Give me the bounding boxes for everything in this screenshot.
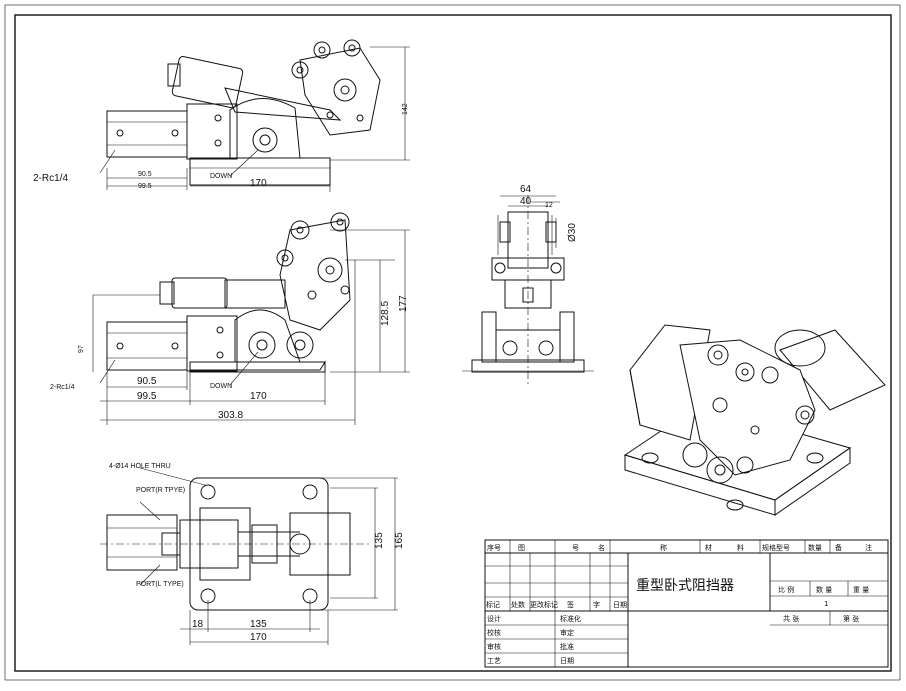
side-dim-177: 177 [398,295,409,312]
tb-header-2: 号 [572,544,579,552]
side-dim-90-5: 90.5 [137,376,157,387]
tb-rev-1: 处数 [511,600,525,609]
tb-header-4: 称 [660,543,667,552]
side-dim-97: 97 [78,345,85,353]
tb-scale-label: 比 例 [778,585,794,594]
tb-sign-review: 审核 [487,642,501,651]
top-port-label: 2-Rc1/4 [33,173,68,184]
side-down-label: DOWN [210,383,232,390]
tb-header-9: 备 [835,543,842,552]
isometric-view [623,324,886,516]
tb-rev-4: 字 [593,600,600,609]
top-dim-90-5: 90.5 [138,171,152,178]
tb-header-5: 材 [705,543,712,552]
plan-dim-170: 170 [250,632,267,643]
tb-header-8: 数量 [808,543,822,552]
tb-header-3: 名 [598,543,605,552]
plan-dim-18: 18 [192,619,204,630]
top-elevation-view [99,39,410,192]
top-down-label: DOWN [210,173,232,180]
tb-sign-ratify: 批准 [560,642,574,651]
tb-weight-label: 重 量 [853,586,869,594]
top-dim-99-5: 99.5 [138,183,152,190]
top-dim-142: 142 [402,103,409,115]
tb-rev-2: 更改标记 [530,600,558,609]
tb-sign-standard: 标准化 [560,614,581,623]
tb-sign-date: 日期 [560,657,574,665]
base-plate-2 [189,361,326,373]
side-port-label: 2-Rc1/4 [50,384,75,391]
side-dim-170: 170 [250,391,267,402]
tb-header-7: 规格型号 [762,543,790,552]
plan-dim-135-h: 135 [250,619,267,630]
tb-total-sheets: 共 张 [783,614,799,623]
plan-view [100,467,398,645]
tb-qty-value: 1 [824,600,828,608]
plan-dim-165: 165 [394,532,405,549]
plan-base-plate [189,477,329,611]
top-dim-170: 170 [250,178,267,189]
tb-rev-3: 签 [567,600,574,609]
plan-dim-135-v: 135 [374,532,385,549]
tb-sheet-no: 第 张 [843,614,859,623]
cylinder-body-2 [106,321,188,371]
end-dim-dia30: Ø30 [567,223,578,242]
port-r-label: PORT(R TPYE) [136,487,185,494]
tb-rev-0: 标记 [486,600,500,609]
tb-sign-approve: 审定 [560,628,574,637]
tb-header-1: 图 [518,544,525,552]
side-dim-99-5: 99.5 [137,391,157,402]
end-dim-64: 64 [520,184,532,195]
cylinder-body [106,110,188,158]
end-dim-40: 40 [520,196,532,207]
side-dim-128-5: 128.5 [380,301,391,326]
tb-qty-label: 数 量 [816,585,832,594]
tb-header-10: 注 [865,543,872,552]
tb-sign-process: 工艺 [487,657,501,665]
tb-header-0: 序号 [487,543,501,552]
side-elevation-view [92,212,410,425]
tb-sign-design: 设计 [487,614,501,623]
side-dim-303-8: 303.8 [218,410,243,421]
tb-rev-5: 日期 [613,601,627,609]
tb-header-6: 料 [737,543,744,552]
tb-sign-check: 校核 [487,628,501,637]
end-dim-12: 12 [545,202,553,209]
drawing-title: 重型卧式阻挡器 [636,578,734,594]
title-block [484,539,889,668]
port-l-label: PORT(L TYPE) [136,581,184,588]
end-view [462,195,594,385]
sheet-inner-border [14,14,892,672]
sheet-outer-border [4,4,901,681]
hole-label: 4-Ø14 HOLE THRU [109,463,171,470]
